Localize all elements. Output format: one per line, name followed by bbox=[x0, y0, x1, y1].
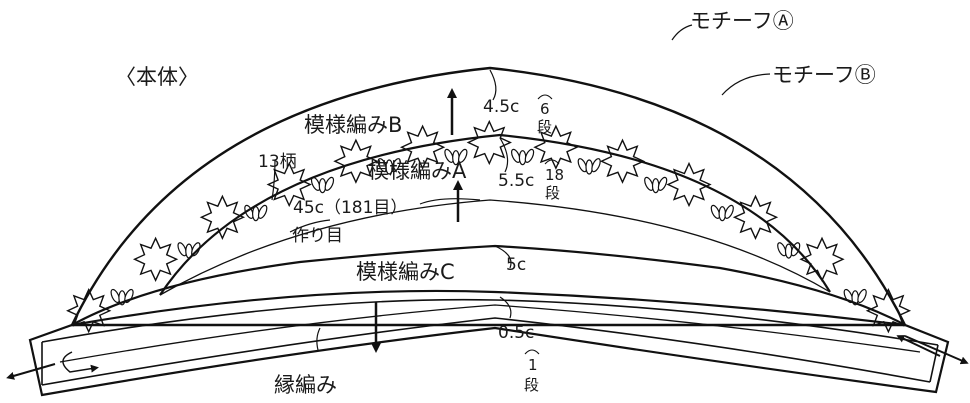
motif-border bbox=[66, 119, 912, 334]
measure-a-rows-unit: 段 bbox=[545, 184, 560, 202]
leader-cast-on-width bbox=[419, 198, 481, 205]
flower-motif-a-icon bbox=[732, 194, 779, 240]
cast-on-line bbox=[159, 199, 831, 296]
flower-motif-a-icon bbox=[132, 236, 179, 282]
edging-direction-line bbox=[59, 304, 921, 363]
leaf-motif-b-icon bbox=[724, 204, 734, 219]
measure-edge-height: 0.5c bbox=[498, 323, 534, 343]
leaf-motif-b-icon bbox=[777, 242, 787, 257]
leaf-motif-b-icon bbox=[577, 158, 588, 173]
leaf-motif-b-icon bbox=[857, 288, 867, 304]
label-pattern-b: 模様編みB bbox=[304, 113, 402, 137]
left-outward-arrow bbox=[6, 363, 56, 380]
leaf-motif-b-icon bbox=[644, 176, 654, 191]
leaf-motif-b-icon bbox=[391, 158, 401, 173]
body-outer-outline bbox=[70, 66, 907, 327]
flower-motif-a-icon bbox=[333, 138, 379, 184]
flower-motif-a-icon bbox=[533, 124, 579, 170]
leaf-motif-b-icon bbox=[318, 178, 327, 194]
measure-b-height: 4.5c bbox=[483, 97, 519, 117]
leader-edge-height bbox=[499, 296, 512, 319]
right-inward-arrow bbox=[896, 335, 941, 357]
measure-b-rows-unit: 段 bbox=[537, 118, 552, 136]
leaf-motif-b-icon bbox=[657, 176, 668, 191]
leader-b-height bbox=[489, 69, 497, 101]
pattern-a-lower-edge bbox=[71, 244, 906, 326]
flower-motif-a-icon bbox=[266, 161, 312, 208]
dim-arc-b bbox=[537, 94, 553, 100]
flower-motif-a-icon bbox=[199, 194, 246, 240]
leaf-motif-b-icon bbox=[124, 288, 134, 304]
edging-band-outline bbox=[28, 289, 950, 397]
leader-edging bbox=[316, 327, 321, 351]
flower-motif-a-icon bbox=[466, 119, 512, 166]
measure-a-height: 5.5c bbox=[498, 171, 534, 191]
leaf-motif-b-icon bbox=[511, 148, 521, 163]
leader-a-height bbox=[499, 137, 509, 173]
leaf-motif-b-icon bbox=[710, 204, 721, 219]
leaf-motif-b-icon bbox=[324, 176, 335, 191]
edging-right-end bbox=[929, 344, 939, 383]
leaf-motif-b-icon bbox=[585, 159, 594, 175]
pattern-b-lower-edge bbox=[159, 133, 831, 296]
leaf-motif-b-icon bbox=[784, 243, 793, 259]
leader-cast-on bbox=[289, 219, 331, 233]
label-repeats: 13柄 bbox=[258, 152, 297, 172]
leaf-motif-b-icon bbox=[257, 204, 268, 219]
leader-motif-b bbox=[721, 73, 771, 96]
label-pattern-a: 模様編みA bbox=[368, 159, 467, 183]
leaf-motif-b-icon bbox=[518, 150, 527, 166]
leader-c-height bbox=[494, 245, 512, 269]
label-cast-on: 作り目 bbox=[292, 226, 343, 246]
leaf-motif-b-icon bbox=[110, 288, 120, 304]
leaf-motif-b-icon bbox=[377, 158, 388, 173]
dim-arc-a bbox=[544, 159, 560, 165]
leader-repeats bbox=[271, 159, 276, 201]
edging-bottom-line bbox=[41, 317, 931, 386]
right-outward-arrow bbox=[904, 335, 969, 365]
label-edging: 縁編み bbox=[274, 373, 337, 397]
leaf-motif-b-icon bbox=[444, 148, 454, 163]
label-cast-on-width: 45c（181目） bbox=[293, 198, 407, 218]
leaf-motif-b-icon bbox=[718, 206, 727, 222]
leaf-motif-b-icon bbox=[651, 178, 660, 194]
measure-edge-rows: 1 bbox=[528, 356, 538, 374]
leaf-motif-b-icon bbox=[591, 158, 601, 173]
leaf-motif-b-icon bbox=[177, 242, 187, 257]
dim-arc-edge bbox=[524, 349, 540, 355]
leaf-motif-b-icon bbox=[524, 148, 535, 163]
label-pattern-c: 模様編みC bbox=[356, 260, 455, 284]
label-motif-b: モチーフⒷ bbox=[772, 63, 876, 87]
leaf-motif-b-icon bbox=[458, 148, 468, 163]
measure-b-rows: 6 bbox=[540, 100, 550, 118]
measure-edge-rows-unit: 段 bbox=[524, 376, 539, 394]
measure-c-height: 5c bbox=[506, 255, 526, 275]
edging-start-arrow bbox=[62, 351, 99, 373]
page-title: 〈本体〉 bbox=[115, 65, 199, 89]
leaf-motif-b-icon bbox=[244, 204, 254, 219]
edging-inner-line bbox=[41, 298, 939, 346]
leaf-motif-b-icon bbox=[252, 206, 260, 222]
measure-a-rows: 18 bbox=[545, 166, 564, 184]
leader-motif-a bbox=[671, 24, 693, 41]
label-motif-a: モチーフⒶ bbox=[690, 9, 794, 33]
